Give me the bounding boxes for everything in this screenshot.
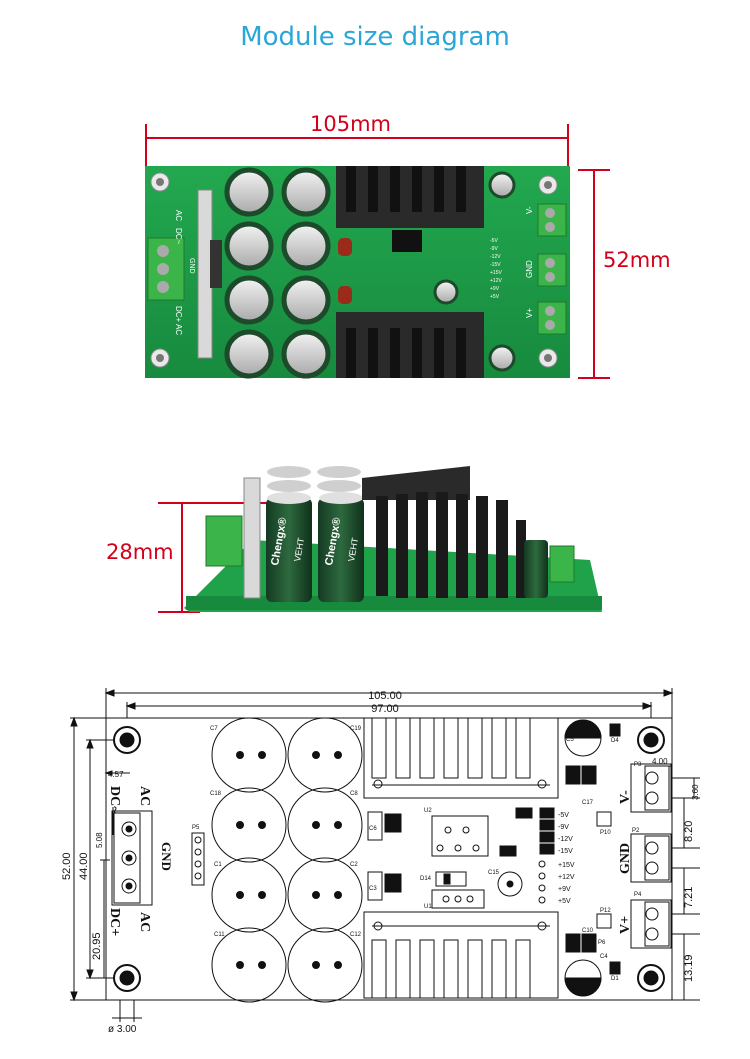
dim-overall-width: 105.00 — [368, 690, 402, 702]
output-terminal-icon — [630, 763, 672, 949]
page-title: Module size diagram — [240, 22, 510, 52]
dim-400: 4.00 — [652, 757, 668, 766]
cap-label: C1 — [214, 862, 222, 868]
heatsink-icon — [363, 717, 559, 999]
cap-label: C11 — [214, 932, 225, 938]
cap-label: C8 — [350, 791, 358, 797]
rail-label: +15V — [490, 270, 502, 276]
part-label: C17 — [582, 800, 594, 806]
part-label: C9 — [388, 886, 396, 892]
part-label: C3 — [369, 886, 377, 892]
part-label: D4 — [611, 738, 619, 744]
input-label-ac2: AC — [174, 324, 183, 335]
input-label-gnd: GND — [188, 258, 195, 274]
rail-label: -9V — [490, 246, 498, 252]
input-label-dcplus: DC+ — [174, 306, 183, 323]
pcb-top-photo: DC~ AC GND DC+ AC — [145, 166, 570, 379]
width-label: 105mm — [310, 112, 391, 136]
dim-721: 7.21 — [683, 887, 695, 908]
part-label: C15 — [488, 870, 500, 876]
width-dimension — [145, 124, 569, 166]
rail-label: -12V — [558, 836, 573, 843]
rail-label: +12V — [490, 278, 502, 284]
drawing-input-dc: DC~ — [107, 786, 122, 814]
dim-overall-height: 52.00 — [61, 852, 73, 880]
rail-label: +5V — [558, 898, 571, 905]
capacitor-icon — [211, 717, 363, 1003]
drawing-out-vplus: V+ — [618, 916, 633, 934]
input-label-ac: AC — [174, 210, 183, 221]
mounting-hole-icon — [150, 172, 558, 368]
capacitor-icon — [224, 167, 331, 379]
out-label-vminus: V- — [525, 206, 534, 214]
part-label: C4 — [600, 954, 608, 960]
part-label: P5 — [192, 825, 200, 831]
technical-drawing — [70, 688, 700, 1022]
dim-inner-height: 44.00 — [78, 852, 90, 880]
part-label: U2 — [424, 808, 432, 814]
cap-series-2: VEHT — [346, 536, 360, 562]
rail-label: -12V — [490, 254, 501, 260]
cap-label: C18 — [210, 791, 222, 797]
part-label: P12 — [600, 908, 611, 914]
depth-label: 28mm — [106, 540, 174, 564]
out-label-gnd: GND — [525, 260, 534, 278]
drawing-input-dcplus: DC+ — [107, 908, 122, 936]
rail-label: +12V — [558, 874, 575, 881]
part-label: P6 — [598, 940, 606, 946]
terminal-screw-icon — [121, 821, 137, 894]
height-label: 52mm — [603, 248, 671, 272]
rail-label: -15V — [558, 848, 573, 855]
part-label: C10 — [582, 928, 594, 934]
height-dimension — [578, 169, 610, 379]
heatsink-icon — [336, 166, 484, 378]
input-label-dc: DC~ — [174, 228, 183, 245]
part-label: C6 — [369, 826, 377, 832]
cap-label: C19 — [350, 726, 362, 732]
part-label: C16 — [388, 826, 400, 832]
part-label: D14 — [420, 876, 432, 882]
part-label: D1 — [611, 976, 619, 982]
cap-label: C2 — [350, 862, 358, 868]
cap-series-1: VEHT — [292, 536, 306, 562]
rail-label: +9V — [490, 286, 500, 292]
drawing-out-gnd: GND — [618, 843, 633, 874]
dim-hole-diameter: ø 3.00 — [108, 1024, 137, 1035]
part-label: U1 — [424, 904, 432, 910]
cap-label: C12 — [350, 932, 362, 938]
part-label: P4 — [634, 892, 642, 898]
dim-2095: 20.95 — [91, 932, 103, 960]
mounting-hole-icon — [113, 726, 665, 992]
part-label: P3 — [634, 762, 642, 768]
drawing-input-gnd: GND — [159, 842, 174, 871]
rail-label: +15V — [558, 862, 575, 869]
dim-1319: 13.19 — [683, 954, 695, 982]
dim-hole-pitch: 97.00 — [371, 703, 399, 715]
rail-label: -5V — [490, 238, 498, 244]
part-label: P10 — [600, 830, 611, 836]
dim-820: 8.20 — [683, 821, 695, 842]
rail-label: -15V — [490, 262, 501, 268]
drawing-labels: 105.00 97.00 52.00 44.00 5.08 20.95 4.57… — [61, 690, 700, 1035]
out-label-vplus: V+ — [525, 308, 534, 318]
part-label: P2 — [632, 828, 640, 834]
pcb-side-photo: Chengx® Chengx® VEHT VEHT — [184, 466, 602, 612]
dim-360: 3.60 — [691, 784, 700, 800]
drawing-out-vminus: V- — [618, 790, 633, 804]
drawing-input-ac: AC — [137, 786, 152, 806]
cap-label: C7 — [210, 726, 218, 732]
output-terminal-icon — [537, 203, 567, 335]
rail-label: +5V — [490, 294, 500, 300]
rail-label: -5V — [558, 812, 569, 819]
part-label: C5 — [566, 737, 574, 743]
rail-label: -9V — [558, 824, 569, 831]
dim-508: 5.08 — [95, 832, 104, 848]
dim-457: 4.57 — [108, 770, 124, 779]
drawing-input-ac2: AC — [137, 912, 152, 932]
rail-label: +9V — [558, 886, 571, 893]
